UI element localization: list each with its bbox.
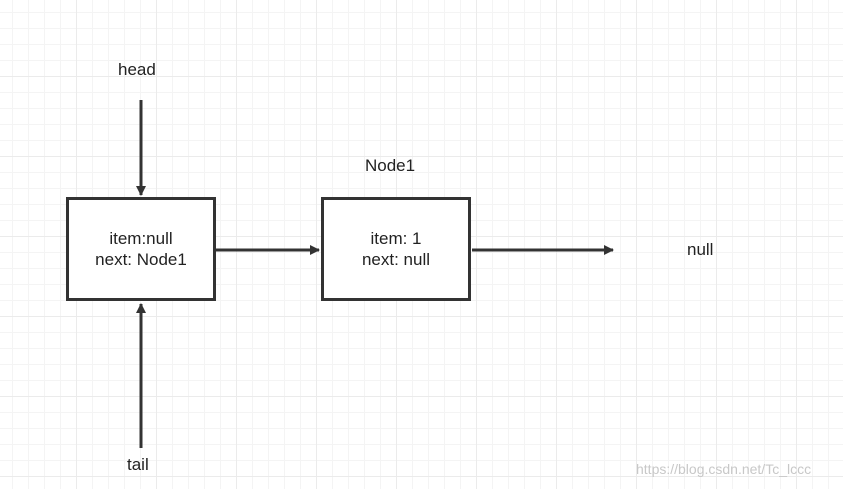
node1-box: item: 1 next: null bbox=[321, 197, 471, 301]
node1-title: Node1 bbox=[365, 156, 416, 175]
node-next-text: next: Node1 bbox=[95, 250, 187, 269]
null-terminator-label: null bbox=[687, 240, 714, 259]
head-node-box: item:null next: Node1 bbox=[66, 197, 216, 301]
head-label: head bbox=[118, 60, 156, 79]
node-next-text: next: null bbox=[361, 250, 431, 269]
node-item-text: item:null bbox=[109, 229, 173, 248]
node-item-text: item: 1 bbox=[370, 229, 422, 248]
watermark-text: https://blog.csdn.net/Tc_lccc bbox=[636, 461, 812, 477]
tail-label: tail bbox=[127, 455, 149, 474]
